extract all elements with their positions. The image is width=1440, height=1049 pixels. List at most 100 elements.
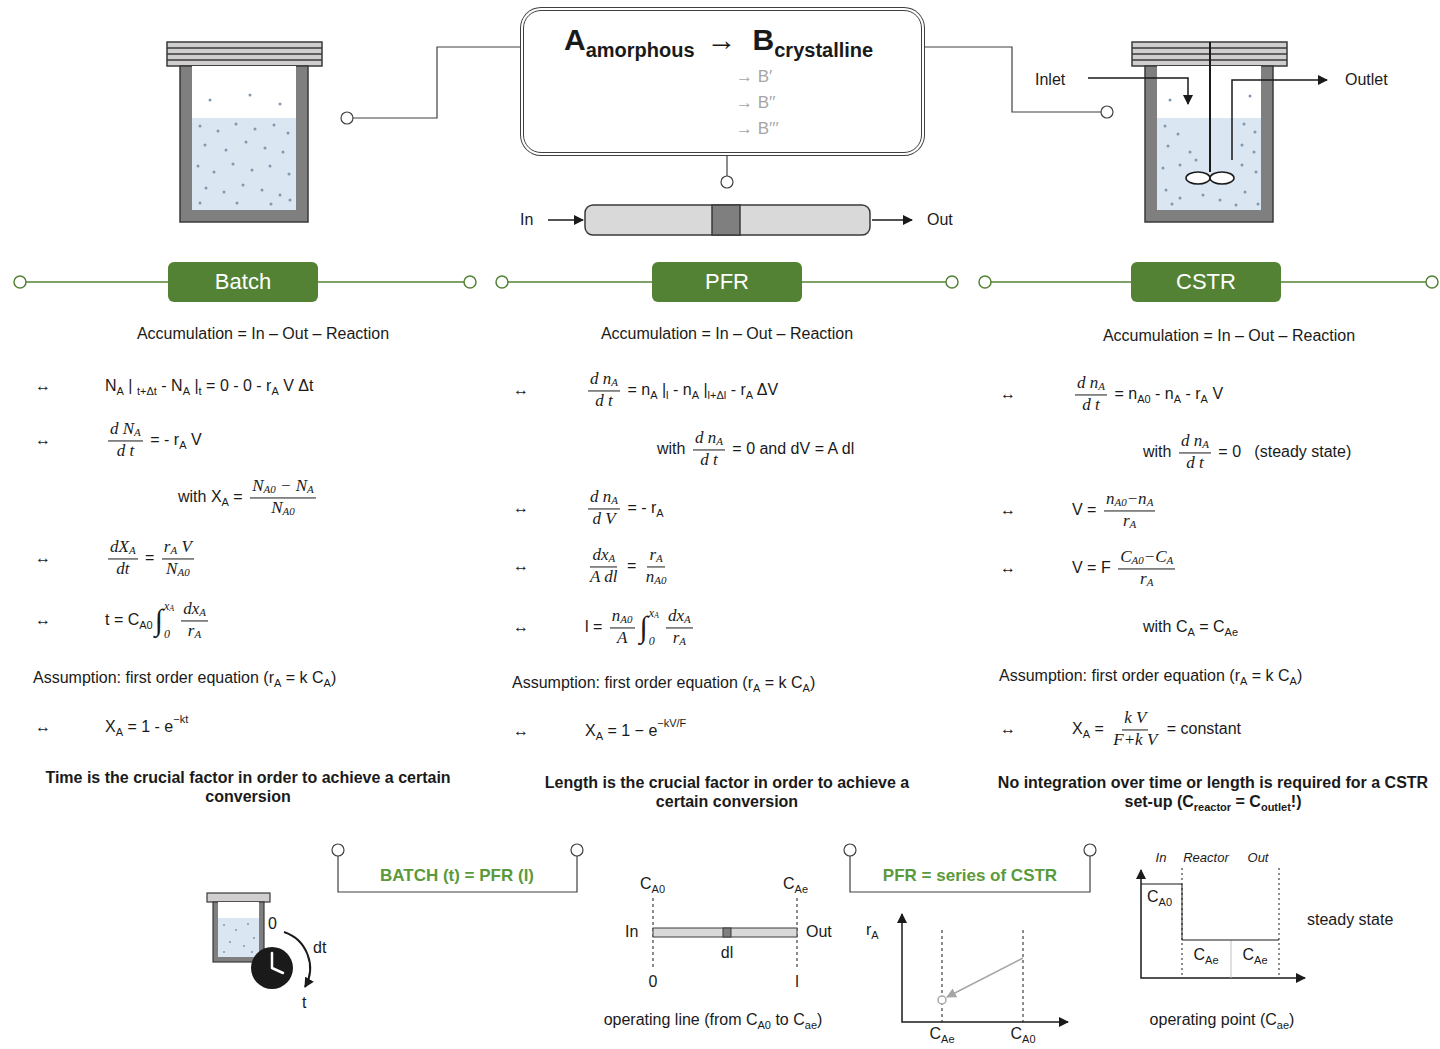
numerator: d nA — [588, 487, 620, 509]
subscript: A0 — [620, 614, 632, 627]
equation-line: Out — [927, 210, 953, 229]
rule-end — [1426, 276, 1438, 288]
label-text: with — [657, 439, 690, 458]
label-text: t = C — [105, 610, 139, 629]
label-text: ↔ — [513, 380, 529, 399]
equation-line: Accumulation = In – Out – Reaction — [601, 324, 853, 343]
label-text: = k C — [281, 668, 323, 687]
subscript: A0 — [1159, 896, 1172, 909]
label-text: l = — [585, 617, 607, 636]
equation-line: 0 — [268, 914, 277, 933]
subscript: A0 — [758, 1019, 771, 1032]
equation-line: ↔ — [513, 617, 529, 636]
label-text: 0 — [268, 914, 277, 933]
batch-beaker — [167, 42, 322, 222]
label-text: ↔ — [513, 498, 529, 517]
subscript: A — [274, 677, 281, 690]
subscript: A — [1202, 439, 1209, 452]
equation-line: CAe — [929, 1024, 954, 1043]
label-text: V Δt — [279, 376, 314, 395]
dashed-guide — [942, 930, 1023, 1022]
denominator: d t — [115, 441, 136, 461]
label-text: N — [252, 476, 263, 496]
subscript: A — [611, 377, 618, 390]
label-text: BATCH (t) = PFR (l) — [380, 866, 534, 886]
flow-arrow — [872, 219, 912, 221]
equation-line: ↔ — [513, 721, 529, 740]
leader-end — [721, 176, 733, 188]
denominator: rA — [186, 621, 203, 641]
equation-line: XA = 1 − e−kV/F — [585, 721, 686, 740]
section-band: PFR — [652, 262, 802, 302]
label-text: r — [866, 920, 871, 939]
label-text: dX — [110, 537, 129, 557]
subscript: Ae — [1225, 626, 1238, 639]
fraction: dxArA — [181, 599, 208, 640]
integral-limits: xA0 — [649, 607, 659, 647]
subscript: Ae — [1205, 954, 1218, 967]
denominator: d t — [1184, 453, 1205, 473]
subscript: t+Δt — [137, 385, 157, 398]
label-text: Outlet — [1345, 70, 1388, 89]
label-text: r — [673, 628, 680, 648]
label-text: C — [1242, 945, 1254, 964]
subscript: ae — [1277, 1019, 1289, 1032]
subscript: A — [179, 439, 186, 452]
subscript: A — [1167, 555, 1174, 568]
label-text: C — [783, 874, 795, 893]
label-text: Assumption: first order equation (r — [512, 673, 753, 692]
label-text: t — [302, 993, 306, 1012]
equation-line: CAe — [1193, 945, 1218, 964]
equation-line: with d nAd t = 0 and dV = A dl — [657, 428, 854, 469]
label-text: C — [640, 874, 652, 893]
subscript: A — [129, 545, 136, 558]
label-text: ) — [1297, 666, 1302, 685]
fraction: CA0−CArA — [1118, 547, 1175, 588]
equation-line: XA = k VF+k V = constant — [1072, 708, 1241, 749]
subscript: A — [679, 635, 686, 648]
subscript: A — [199, 607, 206, 620]
label-text: = — [141, 548, 159, 567]
numerator: rA — [647, 545, 664, 567]
reaction-text: amorphous — [586, 39, 695, 62]
numerator: dxA — [181, 599, 208, 621]
subscript: A — [608, 553, 615, 566]
equation-line: Out — [806, 922, 832, 941]
label-text: V — [1208, 384, 1223, 403]
beaker-liquid — [218, 918, 259, 957]
denominator: nA0 — [644, 567, 669, 587]
equation-line: In — [625, 922, 638, 941]
label-text: C — [1193, 945, 1205, 964]
subscript: A0 — [264, 484, 276, 497]
leader-end — [1101, 106, 1113, 118]
fraction: nA0A — [610, 606, 635, 647]
label-text: - r — [1181, 384, 1201, 403]
operating-point — [938, 996, 946, 1004]
numerator: d nA — [693, 428, 725, 450]
equation-line: dXAdt = rA VNA0 — [105, 537, 197, 578]
superscript: −kt — [173, 713, 188, 726]
denominator: dt — [114, 559, 131, 579]
subscript: A0 — [1137, 393, 1150, 406]
subscript: A — [222, 496, 229, 509]
subscript: A — [1174, 393, 1181, 406]
subscript: A — [271, 385, 278, 398]
equation-line: dxAA dl = rAnA0 — [585, 545, 672, 586]
label-text: r — [649, 545, 656, 565]
equation-line: ↔ — [35, 548, 51, 567]
equation-line: Assumption: first order equation (rA = k… — [999, 666, 1302, 685]
equation-line: d nAd t = nA0 - nA - rA V — [1072, 373, 1223, 414]
label-text: | — [657, 380, 666, 399]
clock-hands — [272, 953, 283, 973]
equation-line: dt — [313, 938, 326, 957]
label-text: C — [929, 1024, 941, 1043]
tube-slice — [712, 205, 740, 235]
inlet-arrow — [1088, 78, 1188, 104]
numerator: d NA — [108, 419, 143, 441]
impeller — [1186, 172, 1210, 184]
label-text: X — [105, 717, 116, 736]
equation-line: ↔ — [513, 498, 529, 517]
equation-line: ↔ — [35, 376, 51, 395]
label-text: operating line (from C — [604, 1010, 758, 1029]
label-text: steady state — [1307, 910, 1393, 929]
